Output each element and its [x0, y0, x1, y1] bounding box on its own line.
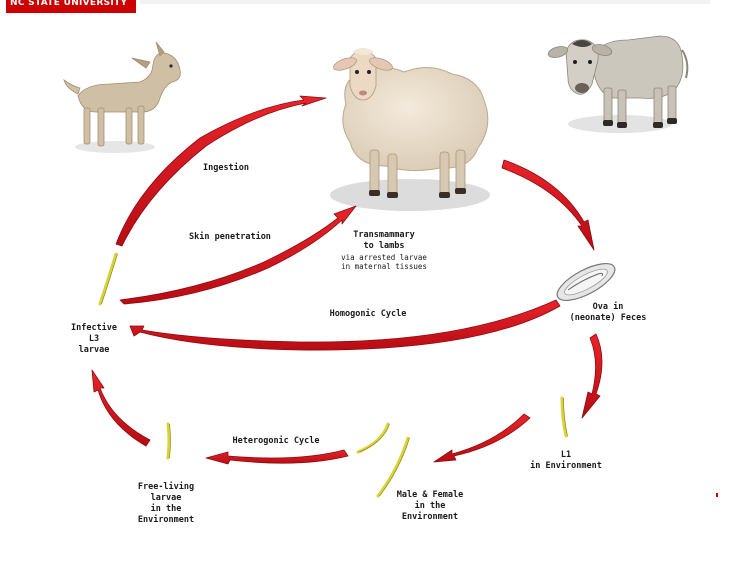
sheep-to-ova-arrow [501, 159, 595, 251]
male-female-label: Male & Female in the Environment [396, 490, 464, 522]
transmammary-label: Transmammary to lambs [353, 230, 415, 251]
larva-outlines [101, 253, 568, 497]
free-living-label: Free-living larvae in the Environment [137, 482, 195, 525]
skin-penetration-label: Skin penetration [189, 232, 271, 242]
calf-icon [547, 35, 689, 128]
l1-to-adults-arrow [433, 413, 531, 463]
sheep-icon [333, 48, 489, 198]
ingestion-arrow [115, 95, 327, 247]
heterogonic-label: Heterogonic Cycle [232, 436, 320, 446]
egg-icon [556, 263, 616, 301]
top-divider [140, 0, 710, 4]
ova-label: Ova in (neonate) Feces [569, 302, 647, 323]
brand-logo: NC STATE UNIVERSITY [6, 0, 136, 13]
freeliving-to-infective-arrow [91, 369, 151, 447]
goat-icon [63, 41, 181, 147]
homogonic-label: Homogonic Cycle [329, 309, 407, 319]
infective-larvae-label: Infective L3 larvae [70, 323, 118, 355]
ova-to-l1-arrow [581, 333, 603, 419]
sheep-shadow [330, 179, 490, 211]
homogonic-arrow [129, 299, 561, 351]
heterogonic-arrow [205, 449, 349, 465]
transmammary-sublabel: via arrested larvae in maternal tissues [341, 253, 427, 271]
edge-marker [716, 493, 718, 497]
l1-label: L1 in Environment [530, 450, 602, 471]
skin-penetration-arrow [119, 205, 357, 305]
goat-shadow [75, 141, 155, 153]
larva-icon [98, 252, 568, 498]
ingestion-label: Ingestion [202, 163, 250, 173]
